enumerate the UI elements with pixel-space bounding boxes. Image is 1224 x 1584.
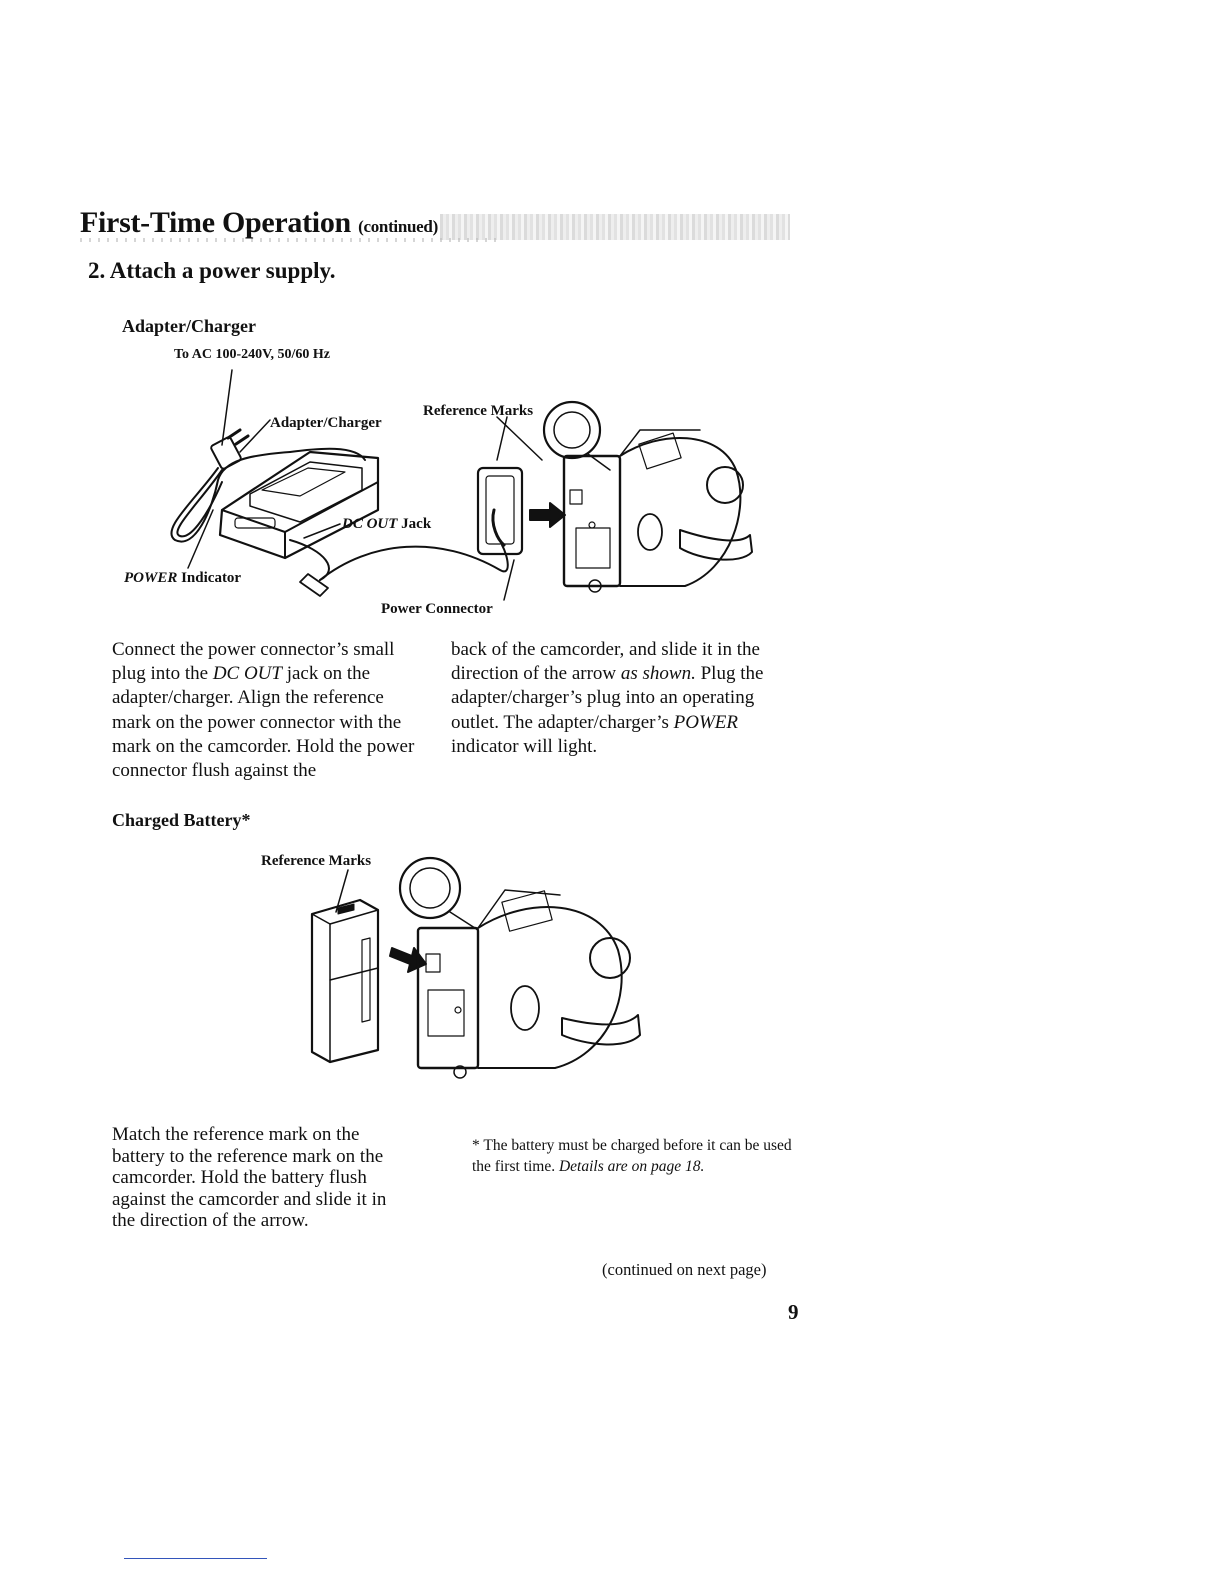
label-adapter-charger: Adapter/Charger [270, 415, 382, 431]
adapter-text-left-italic: DC OUT [212, 663, 282, 685]
adapter-text-right-italic-2: POWER [673, 711, 739, 733]
charged-battery-diagram [310, 856, 641, 1079]
continued-next-page: (continued on next page) [602, 1260, 767, 1279]
adapter-text-right: back of the camcorder, and slide it in t… [451, 638, 796, 759]
header-decorative-dots [80, 238, 500, 242]
label-power-rest: Indicator [177, 570, 242, 586]
label-dc-out-jack: DC OUT Jack [342, 516, 431, 533]
label-reference-marks-battery: Reference Marks [261, 853, 372, 869]
header-decorative-band [440, 214, 790, 240]
step-heading: 2. Attach a power supply. [88, 258, 336, 283]
adapter-text-left: Connect the power connector’s small plug… [112, 638, 427, 783]
label-dc-out-rest: Jack [397, 516, 432, 532]
adapter-text-right-italic-1: as shown. [620, 663, 696, 685]
page-title-continued: (continued) [358, 217, 438, 236]
label-power-italic: POWER [124, 570, 178, 586]
adapter-text-right-1: back of the camcorder, and slide it in t… [451, 639, 760, 685]
battery-heading: Charged Battery* [112, 810, 251, 830]
adapter-heading: Adapter/Charger [122, 316, 256, 336]
battery-footnote: * The battery must be charged before it … [472, 1135, 792, 1177]
adapter-charger-diagram [170, 369, 753, 601]
adapter-text-right-2: Plug the adapter/charger’s plug into an … [451, 663, 764, 733]
label-dc-out-italic: DC OUT [342, 516, 398, 532]
page-number: 9 [788, 1300, 799, 1324]
label-ac: To AC 100-240V, 50/60 Hz [174, 347, 330, 362]
adapter-text-right-3: indicator will light. [451, 735, 598, 757]
adapter-text-left-2: jack on the adapter/charger. Align the r… [112, 663, 415, 782]
battery-footnote-italic: Details are on page 18. [558, 1158, 705, 1175]
label-reference-marks-top: Reference Marks [423, 403, 534, 419]
label-power-indicator: POWER Indicator [124, 570, 241, 587]
label-power-connector: Power Connector [381, 601, 493, 617]
battery-footnote-text: * The battery must be charged before it … [472, 1137, 792, 1175]
adapter-text-left-1: Connect the power connector’s small plug… [112, 639, 395, 685]
page-title: First-Time Operation (continued) [80, 206, 438, 240]
battery-text-left: Match the reference mark on the battery … [112, 1124, 387, 1231]
bottom-rule [124, 1558, 267, 1559]
page-title-text: First-Time Operation [80, 206, 351, 239]
